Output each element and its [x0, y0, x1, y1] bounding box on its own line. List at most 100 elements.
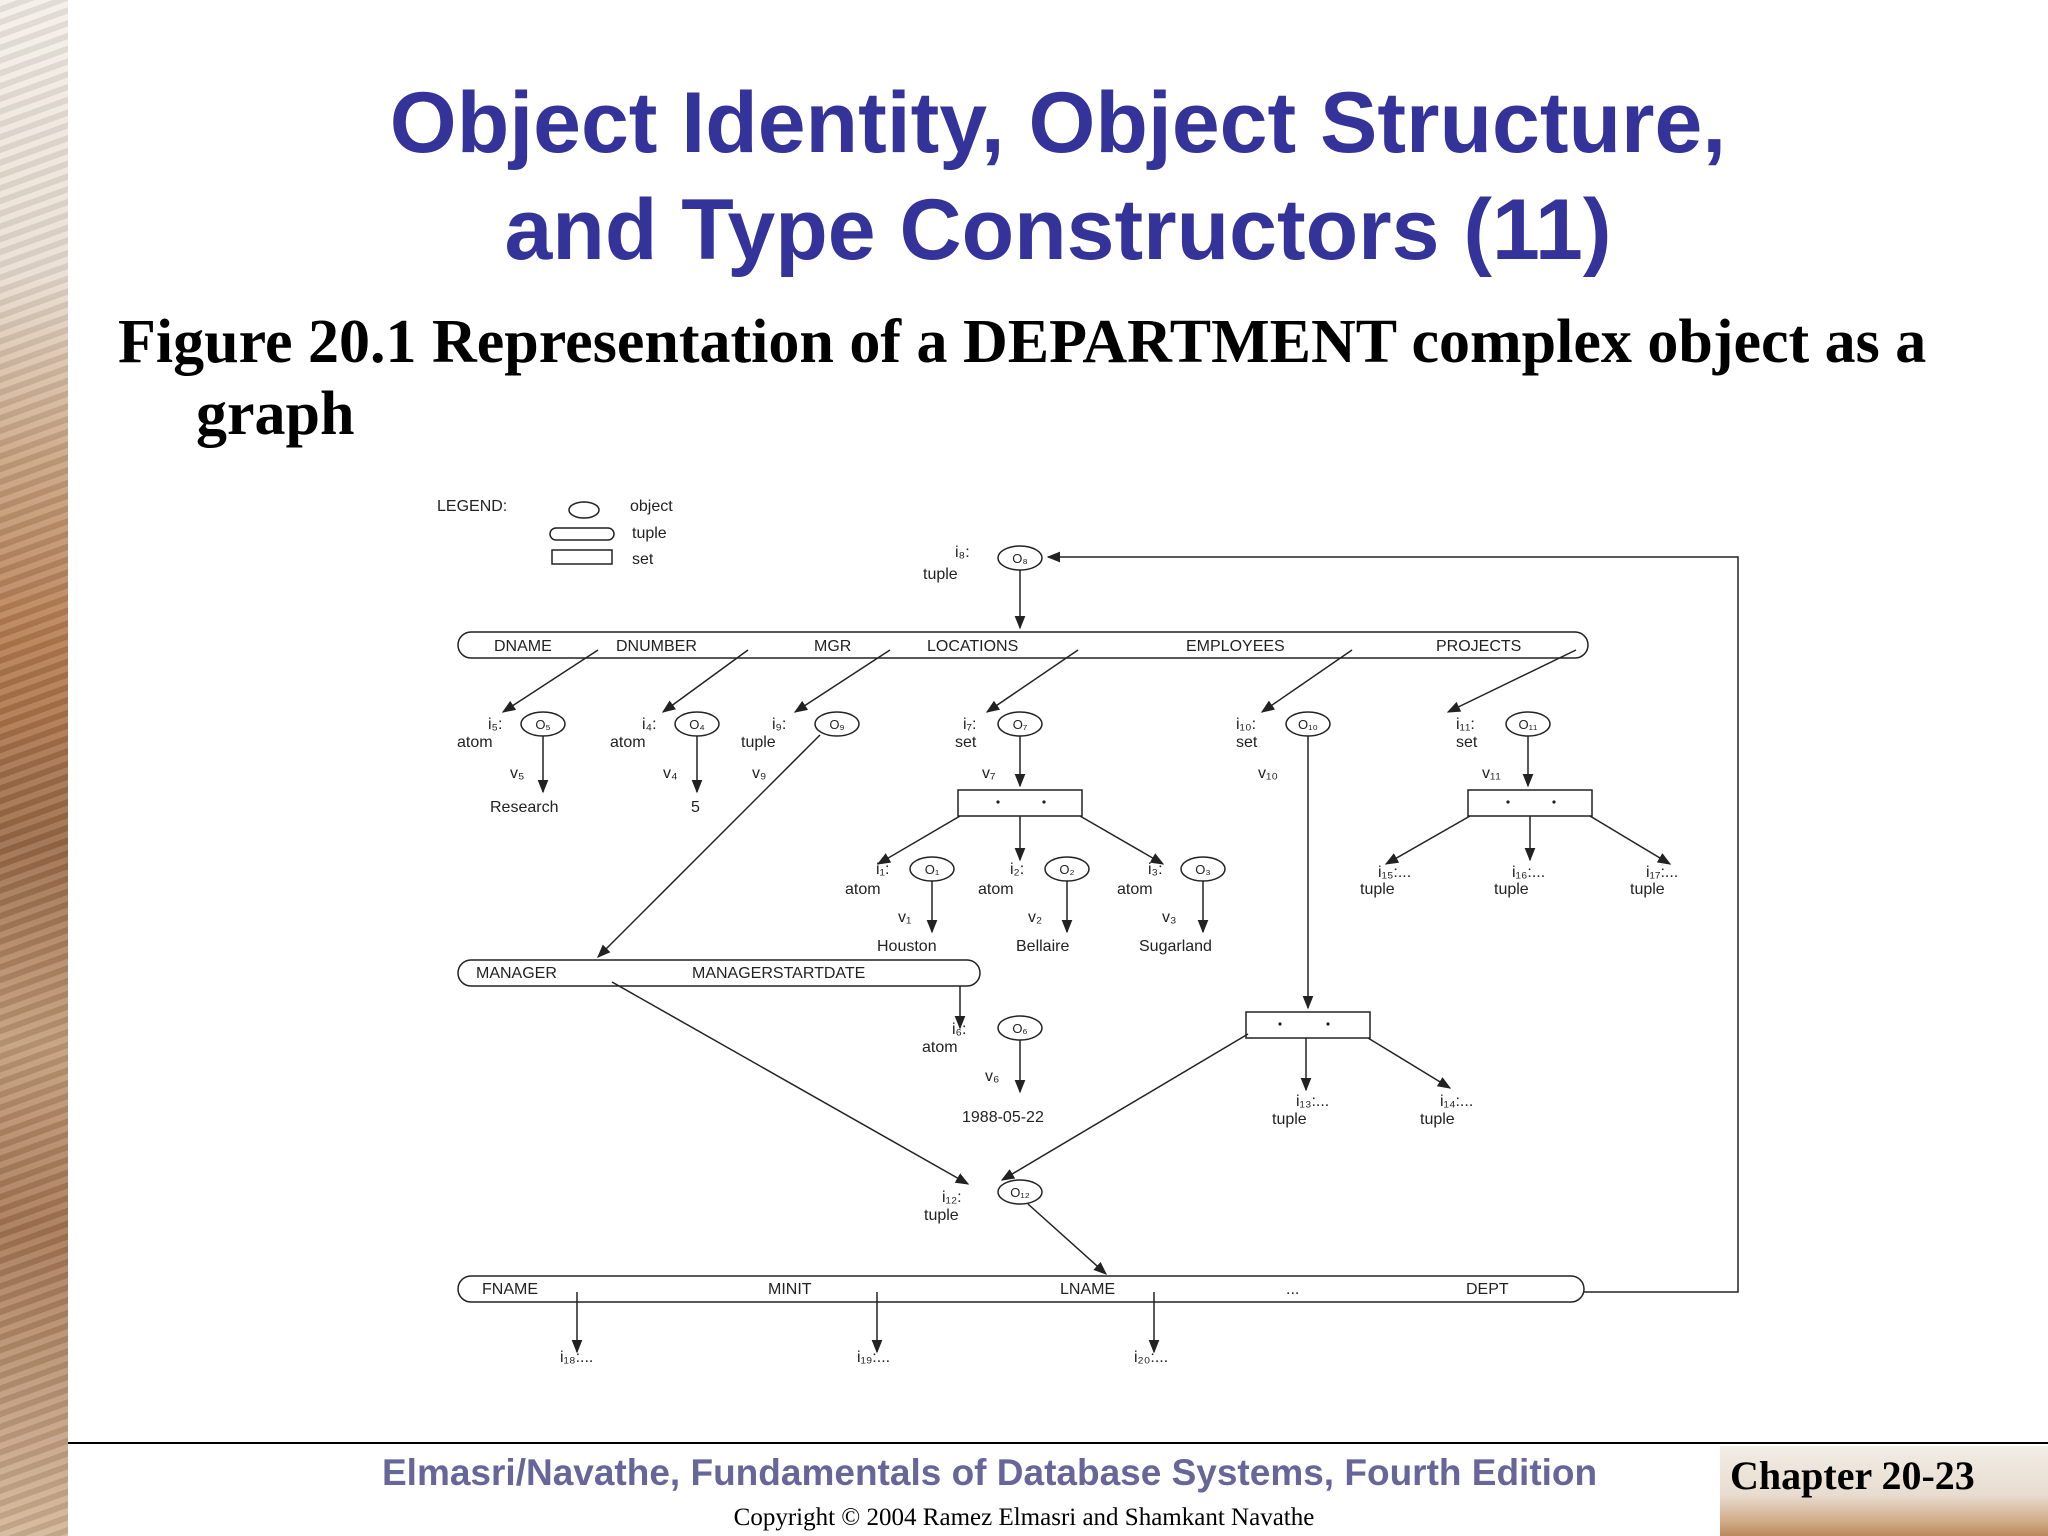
- legend-set-label: set: [632, 551, 654, 568]
- o4-id: i₄:: [642, 716, 657, 733]
- o12-id: i₁₂:: [942, 1189, 962, 1206]
- title-line-2: and Type Constructors (11): [504, 182, 1612, 278]
- edge-dnumber-o4: [661, 649, 749, 713]
- o8-id: i₈:: [955, 544, 970, 561]
- i14-kind: tuple: [1420, 1111, 1455, 1128]
- dept-attr-projects: PROJECTS: [1436, 638, 1521, 655]
- node-o12: [997, 1179, 1043, 1205]
- o9-obj: O₉: [829, 717, 844, 732]
- edge-locations-o7: [985, 649, 1079, 713]
- o3-value: Sugarland: [1139, 938, 1212, 955]
- o8-obj: O₈: [1012, 551, 1028, 566]
- o11-id: i₁₁:: [1456, 716, 1475, 733]
- o2-obj: O₂: [1059, 862, 1074, 877]
- footer-rule: [68, 1442, 2048, 1444]
- set-dot: [1042, 800, 1046, 804]
- o3-obj: O₃: [1195, 862, 1210, 877]
- o2-value: Bellaire: [1016, 938, 1069, 955]
- employee-attr-minit: MINIT: [768, 1281, 812, 1298]
- title-line-1: Object Identity, Object Structure,: [389, 75, 1727, 171]
- manager-attr-manager: MANAGER: [476, 965, 557, 982]
- o10-id: i₁₀:: [1236, 716, 1256, 733]
- slide-title: Object Identity, Object Structure, and T…: [68, 70, 2048, 284]
- o3-kind: atom: [1117, 881, 1153, 898]
- edge-o9-manager: [597, 734, 821, 958]
- edge-dname-o5: [501, 649, 599, 713]
- i15-kind: tuple: [1360, 881, 1395, 898]
- edge-dept-back-o8: [1046, 551, 1739, 1293]
- node-o9: [814, 711, 860, 737]
- employee-tuple-box: [457, 1275, 1585, 1303]
- o1-vlabel: v₁: [898, 909, 911, 926]
- o2-vlabel: v₂: [1028, 909, 1042, 926]
- figure-caption: Figure 20.1 Representation of a DEPARTME…: [118, 308, 1927, 448]
- o5-id: i₅:: [488, 716, 502, 733]
- footer-book-title: Elmasri/Navathe, Fundamentals of Databas…: [382, 1452, 1598, 1493]
- o10-obj: O₁₀: [1298, 717, 1318, 732]
- department-object-graph: LEGEND: object tuple set: [437, 498, 1739, 1366]
- o9-kind: tuple: [741, 734, 776, 751]
- set-dot: [1552, 800, 1556, 804]
- set-dot: [1506, 800, 1510, 804]
- legend-tuple-symbol: [549, 527, 615, 541]
- i17-kind: tuple: [1630, 881, 1665, 898]
- set-dot: [996, 800, 1000, 804]
- o5-vlabel: v₅: [510, 765, 524, 782]
- dept-attr-mgr: MGR: [814, 638, 851, 655]
- i17-id: i₁₇:...: [1646, 864, 1678, 881]
- o5-obj: O₅: [535, 717, 550, 732]
- edge-set-o1: [876, 815, 961, 865]
- o12-kind: tuple: [924, 1207, 959, 1224]
- edge-employees-o12: [1000, 1033, 1249, 1181]
- o2-kind: atom: [978, 881, 1014, 898]
- i14-id: i₁₄:...: [1440, 1093, 1473, 1110]
- legend-object-label: object: [630, 498, 673, 515]
- o6-kind: atom: [922, 1039, 958, 1056]
- employee-attr-fname: FNAME: [482, 1281, 538, 1298]
- dept-attr-dnumber: DNUMBER: [616, 638, 697, 655]
- legend-tuple-label: tuple: [632, 525, 667, 542]
- o12-obj: O₁₂: [1010, 1185, 1030, 1200]
- o3-vlabel: v₃: [1162, 909, 1177, 926]
- o4-kind: atom: [610, 734, 646, 751]
- i20-label: i₂₀:...: [1134, 1349, 1168, 1366]
- legend-set-symbol: [551, 549, 613, 565]
- o1-id: i₁:: [876, 861, 889, 878]
- manager-attr-startdate: MANAGERSTARTDATE: [692, 965, 865, 982]
- dept-attr-employees: EMPLOYEES: [1186, 638, 1285, 655]
- o7-kind: set: [955, 734, 977, 751]
- i13-kind: tuple: [1272, 1111, 1307, 1128]
- edge-projects-i15: [1384, 815, 1471, 865]
- i13-id: i₁₃:...: [1296, 1093, 1329, 1110]
- o6-value: 1988-05-22: [962, 1109, 1044, 1126]
- edge-employees-o10: [1260, 649, 1353, 713]
- o11-obj: O₁₁: [1519, 717, 1538, 732]
- o5-kind: atom: [457, 734, 493, 751]
- o7-vlabel: v₇: [982, 765, 996, 782]
- employees-set-box: [1245, 1011, 1371, 1039]
- o1-kind: atom: [845, 881, 881, 898]
- o9-vlabel: v₉: [752, 765, 766, 782]
- o6-obj: O₆: [1012, 1021, 1027, 1036]
- chapter-badge: Chapter 20-23: [1720, 1446, 2048, 1536]
- o5-value: Research: [490, 799, 558, 816]
- legend-object-symbol: [568, 501, 600, 519]
- copyright-notice: Copyright © 2004 Ramez Elmasri and Shamk…: [733, 1504, 1315, 1531]
- decorative-side-strip: [0, 0, 68, 1536]
- o10-kind: set: [1236, 734, 1258, 751]
- manager-tuple-box: [457, 959, 981, 987]
- edge-projects-o11: [1446, 649, 1577, 713]
- dept-tuple-box: [457, 631, 1589, 659]
- projects-set-box: [1467, 789, 1593, 817]
- legend: LEGEND: object tuple set: [437, 498, 673, 568]
- o3-id: i₃:: [1148, 861, 1163, 878]
- legend-heading: LEGEND:: [437, 498, 507, 515]
- employee-attr-ellipsis: ...: [1286, 1281, 1299, 1298]
- o11-kind: set: [1456, 734, 1478, 751]
- edge-o12-employee: [1027, 1203, 1108, 1275]
- o4-obj: O₄: [689, 717, 704, 732]
- locations-set-box: [957, 789, 1083, 817]
- o4-vlabel: v₄: [663, 765, 678, 782]
- set-dot: [1278, 1022, 1282, 1026]
- o2-id: i₂:: [1010, 861, 1024, 878]
